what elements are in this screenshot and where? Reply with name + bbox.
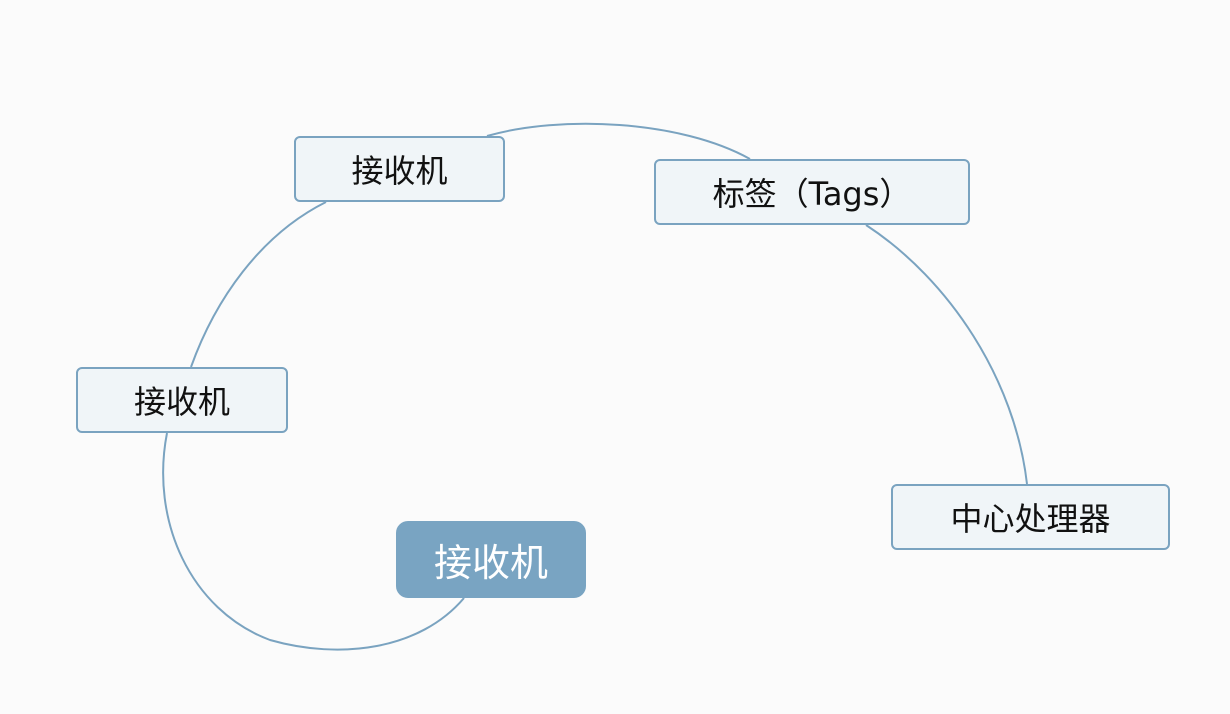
edge-receiver-top-to-tags [486,122,751,160]
edge-receiver-left-to-receiver-top [190,201,327,368]
edge-tags-to-processor [865,224,1028,485]
node-label: 接收机 [133,383,230,421]
node-receiver-root[interactable]: 接收机 [396,521,586,598]
node-receiver-top[interactable]: 接收机 [294,136,505,202]
node-label: 标签（Tags） [712,175,912,213]
node-label: 中心处理器 [950,500,1111,538]
node-tags[interactable]: 标签（Tags） [654,159,970,225]
node-label: 接收机 [433,541,548,585]
node-central-processor[interactable]: 中心处理器 [891,484,1170,550]
edge-receiver-root-to-receiver-left [162,432,465,651]
node-receiver-left[interactable]: 接收机 [76,367,288,433]
node-label: 接收机 [351,152,448,190]
